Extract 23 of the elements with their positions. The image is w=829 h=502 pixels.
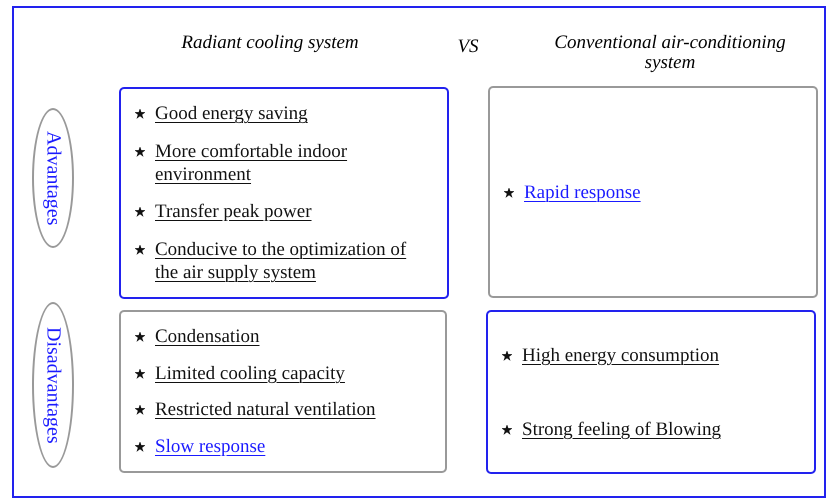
column-heading: Conventional air-conditioning system <box>553 33 787 73</box>
list-item-text: Slow response <box>155 435 266 458</box>
list-item-text: Conducive to the optimization of the air supply system <box>155 238 408 284</box>
list-item-text: Good energy saving <box>155 102 308 126</box>
list-panel <box>119 87 449 299</box>
category-ellipse <box>32 108 74 248</box>
list-item-text: Limited cooling capacity <box>155 362 345 385</box>
category-ellipse <box>32 302 74 468</box>
list-item-text: High energy consumption <box>522 344 720 366</box>
list-item-text: Rapid response <box>524 180 641 204</box>
category-label: Disadvantages <box>42 326 64 444</box>
column-heading: Radiant cooling system <box>180 33 360 53</box>
column-heading: VS <box>456 37 480 57</box>
list-panel <box>488 86 818 298</box>
list-panel <box>486 310 816 474</box>
list-item-text: Strong feeling of Blowing <box>522 418 721 440</box>
list-item-text: More comfortable indoor environment <box>155 140 348 186</box>
list-item-text: Transfer peak power <box>155 200 312 224</box>
list-panel <box>119 310 447 473</box>
frame-border <box>12 6 826 498</box>
list-item-text: Condensation <box>155 324 260 348</box>
list-item-text: Restricted natural ventilation <box>155 398 376 422</box>
category-label: Advantages <box>42 130 64 226</box>
